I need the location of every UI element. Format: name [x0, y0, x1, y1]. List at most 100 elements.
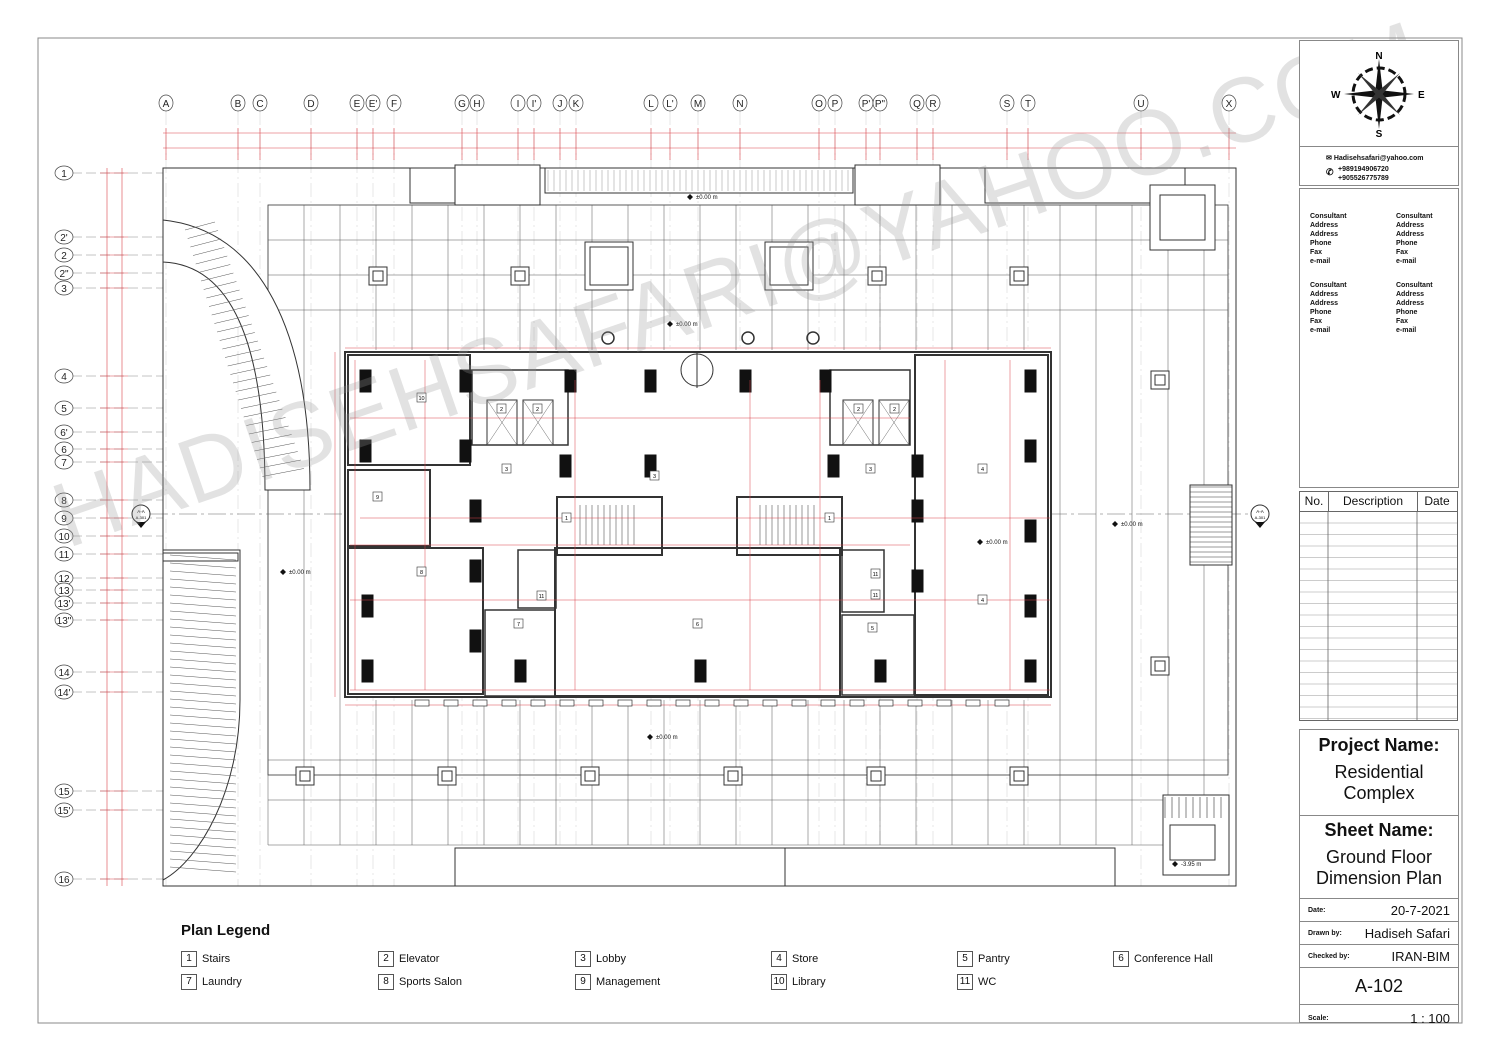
stair-tread: [169, 810, 237, 817]
stair-tread: [262, 468, 304, 477]
section-arrow-icon: [1255, 522, 1265, 528]
room-tag: [536, 590, 547, 601]
structural-column: [459, 439, 472, 463]
room-tag: [853, 403, 864, 414]
grid-bubble: [252, 94, 268, 112]
entrance-steps: [1189, 484, 1233, 566]
room-tag-number: 3: [869, 467, 872, 473]
legend-num: 4: [771, 951, 787, 967]
room-tag: [870, 568, 881, 579]
grid-label: A: [163, 99, 170, 110]
structural-column: [911, 499, 924, 523]
stair-tread: [169, 826, 237, 833]
column-pad: [867, 266, 887, 286]
legend-label: WC: [978, 976, 997, 988]
room-wc-2: [841, 549, 885, 613]
grid-bubble: [1020, 94, 1036, 112]
section-ref: A-301: [1255, 515, 1266, 520]
grid-label: 3: [61, 284, 67, 295]
level-icon: [1172, 861, 1178, 867]
legend-num: 8: [378, 974, 394, 990]
stair-tread: [206, 289, 240, 299]
window: [733, 699, 749, 707]
rev-header-no: No.: [1300, 492, 1329, 511]
level-marker: ±0.00 m: [676, 322, 698, 328]
grid-label: 10: [58, 532, 70, 543]
grid-label: P: [832, 99, 839, 110]
stair-tread: [169, 658, 237, 665]
legend-label: Library: [792, 976, 826, 988]
room-tag: [865, 463, 876, 474]
structural-column: [827, 454, 840, 478]
phone-1: +989194906720: [1338, 166, 1389, 173]
column-pad-inner: [1013, 770, 1025, 782]
room-tag: [870, 589, 881, 600]
stair-tread: [169, 682, 237, 689]
grid-label: E': [369, 99, 378, 110]
legend-label: Store: [792, 953, 819, 965]
room-tag: [824, 512, 835, 523]
stair-tread: [190, 238, 222, 248]
room-laundry: [484, 609, 556, 697]
room-tag-number: 3: [505, 467, 508, 473]
skylight-inner: [769, 246, 809, 286]
stair-tread: [214, 315, 249, 324]
grid-bubble: [349, 94, 365, 112]
grid-bubble: [230, 94, 246, 112]
column-pad: [1150, 370, 1170, 390]
level-icon: [1112, 521, 1118, 527]
checked-value: IRAN-BIM: [1391, 948, 1451, 964]
room-tag-number: 7: [517, 622, 520, 628]
revision-table: No. Description Date: [1299, 491, 1458, 721]
structural-column: [1024, 369, 1037, 393]
window: [414, 699, 430, 707]
stair-core: [736, 496, 843, 556]
grid-label: 6': [60, 428, 68, 439]
grid-bubble: [158, 94, 174, 112]
grid-bubble: [54, 280, 74, 296]
stair-tread: [235, 383, 274, 392]
phone-icon: ✆: [1326, 167, 1334, 177]
column-pad-inner: [870, 770, 882, 782]
grid-label: 13: [58, 586, 70, 597]
grid-label: R: [929, 99, 936, 110]
grid-label: 6: [61, 445, 67, 456]
revision-rows: [1300, 512, 1457, 720]
column-pad-inner: [372, 270, 384, 282]
elevator-core: [471, 369, 569, 446]
stair-tread: [169, 594, 237, 601]
compass-rose-icon: N S E W: [1331, 51, 1425, 140]
grid-bubble: [54, 664, 74, 680]
skylight-inner: [1159, 194, 1206, 241]
window: [646, 699, 662, 707]
room-tag: [501, 463, 512, 474]
grid-label: 14: [58, 668, 70, 679]
grid-label: 13": [57, 616, 72, 627]
scale-row: Scale:1 : 100: [1300, 1004, 1458, 1031]
window: [443, 699, 459, 707]
room-store: [914, 354, 1049, 696]
legend-num: 9: [575, 974, 591, 990]
grid-label: I': [532, 99, 537, 110]
room-management: [347, 469, 431, 547]
stair-tread: [198, 264, 231, 273]
stair-tread: [169, 834, 237, 841]
stair-tread: [243, 408, 283, 418]
email-row: ✉ Hadisehsafari@yahoo.com: [1326, 154, 1424, 163]
stair-tread: [169, 578, 237, 585]
structural-column: [1024, 519, 1037, 543]
legend-title: Plan Legend: [181, 922, 271, 939]
structural-column: [514, 659, 527, 683]
column-pad-inner: [1154, 660, 1166, 672]
stair-tread: [169, 674, 237, 681]
grid-bubble: [365, 94, 381, 112]
level-marker: ±0.00 m: [696, 195, 718, 201]
legend-label: Conference Hall: [1134, 953, 1213, 965]
stair-tread: [169, 722, 237, 729]
stair-tread: [169, 770, 237, 777]
grid-bubble: [54, 510, 74, 526]
